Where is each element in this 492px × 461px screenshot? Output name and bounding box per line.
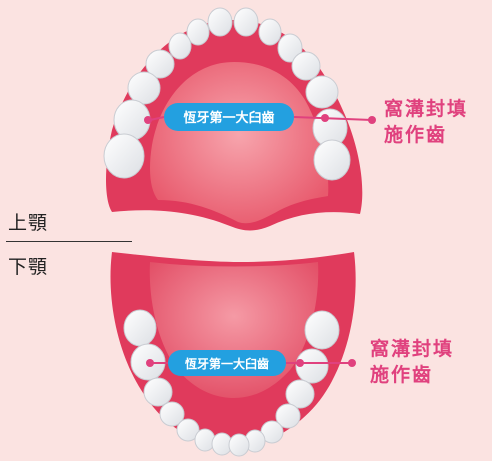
lower-tooth <box>195 429 215 451</box>
upper-callout-line2: 施作齒 <box>384 122 468 148</box>
lower-tooth <box>305 311 339 349</box>
upper-callout: 窩溝封填 施作齒 <box>384 96 468 148</box>
jaw-divider <box>6 241 132 242</box>
upper-callout-line1: 窩溝封填 <box>384 96 468 122</box>
lower-tooth <box>229 434 249 456</box>
upper-tooth <box>128 72 160 104</box>
upper-tooth <box>259 19 281 45</box>
lower-molar-badge-text: 恆牙第一大臼齒 <box>185 356 269 371</box>
upper-tooth <box>208 8 232 36</box>
upper-tooth <box>169 33 191 59</box>
lower-tooth <box>144 378 172 406</box>
upper-molar-badge: 恆牙第一大臼齒 <box>164 103 294 131</box>
upper-jaw-label: 上顎 <box>8 208 48 235</box>
upper-tooth <box>104 134 144 178</box>
lower-tooth <box>124 310 156 346</box>
lower-callout-line2: 施作齒 <box>370 362 454 388</box>
lower-callout-line1: 窩溝封填 <box>370 336 454 362</box>
lower-molar-badge: 恆牙第一大臼齒 <box>168 350 286 376</box>
upper-tooth <box>234 8 258 36</box>
lower-jaw-label: 下顎 <box>8 252 48 279</box>
upper-tooth <box>292 52 320 80</box>
upper-tooth <box>306 76 338 108</box>
lower-callout: 窩溝封填 施作齒 <box>370 336 454 388</box>
upper-tooth <box>314 140 350 180</box>
upper-molar-badge-text: 恆牙第一大臼齒 <box>182 110 274 126</box>
